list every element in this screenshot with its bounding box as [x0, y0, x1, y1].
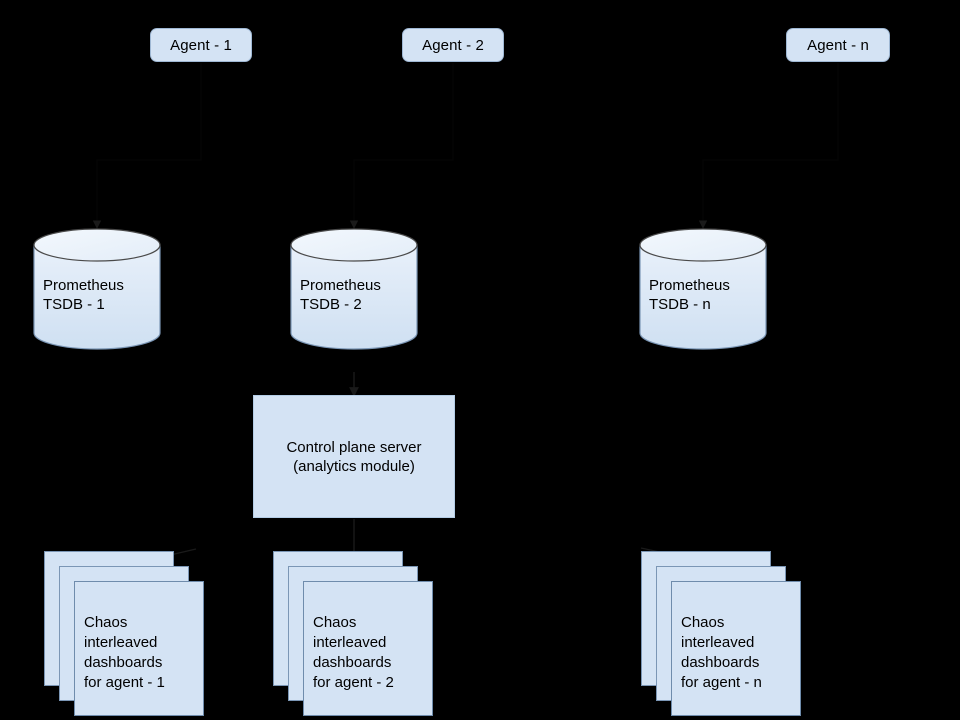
cylinder-shape — [290, 228, 418, 350]
agent-node-2[interactable]: Agent - 2 — [402, 28, 504, 62]
database-node-tsdb-2[interactable]: Prometheus TSDB - 2 — [290, 228, 418, 350]
dashboard-stack-agent-1-label: Chaos interleaved dashboards for agent -… — [84, 614, 165, 691]
agent-node-2-label: Agent - 2 — [422, 36, 484, 54]
control-plane-server-label: Control plane server (analytics module) — [286, 438, 422, 475]
control-plane-server-node[interactable]: Control plane server (analytics module) — [253, 395, 455, 518]
dashboard-stack-agent-2[interactable]: Chaos interleaved dashboards for agent -… — [273, 551, 433, 716]
dashboard-stack-agent-2-label: Chaos interleaved dashboards for agent -… — [313, 614, 394, 691]
cylinder-shape — [33, 228, 161, 350]
agent-node-n[interactable]: Agent - n — [786, 28, 890, 62]
agent-node-1[interactable]: Agent - 1 — [150, 28, 252, 62]
edge-agent1-tsdb1 — [92, 63, 202, 229]
dashboard-stack-agent-n-label: Chaos interleaved dashboards for agent -… — [681, 614, 762, 691]
agent-node-n-label: Agent - n — [807, 36, 869, 54]
database-node-tsdb-n-label: Prometheus TSDB - n — [649, 277, 730, 313]
database-node-tsdb-1-label: Prometheus TSDB - 1 — [43, 277, 124, 313]
cylinder-shape — [639, 228, 767, 350]
edge-agentn-tsdbn — [698, 63, 839, 229]
agent-node-1-label: Agent - 1 — [170, 36, 232, 54]
dashboard-card-front — [74, 581, 204, 716]
dashboard-stack-agent-n[interactable]: Chaos interleaved dashboards for agent -… — [641, 551, 801, 716]
dashboard-card-front — [303, 581, 433, 716]
database-node-tsdb-2-label: Prometheus TSDB - 2 — [300, 277, 381, 313]
dashboard-stack-agent-1[interactable]: Chaos interleaved dashboards for agent -… — [44, 551, 204, 716]
database-node-tsdb-1[interactable]: Prometheus TSDB - 1 — [33, 228, 161, 350]
dashboard-card-front — [671, 581, 801, 716]
edge-agent2-tsdb2 — [349, 63, 454, 229]
database-node-tsdb-n[interactable]: Prometheus TSDB - n — [639, 228, 767, 350]
